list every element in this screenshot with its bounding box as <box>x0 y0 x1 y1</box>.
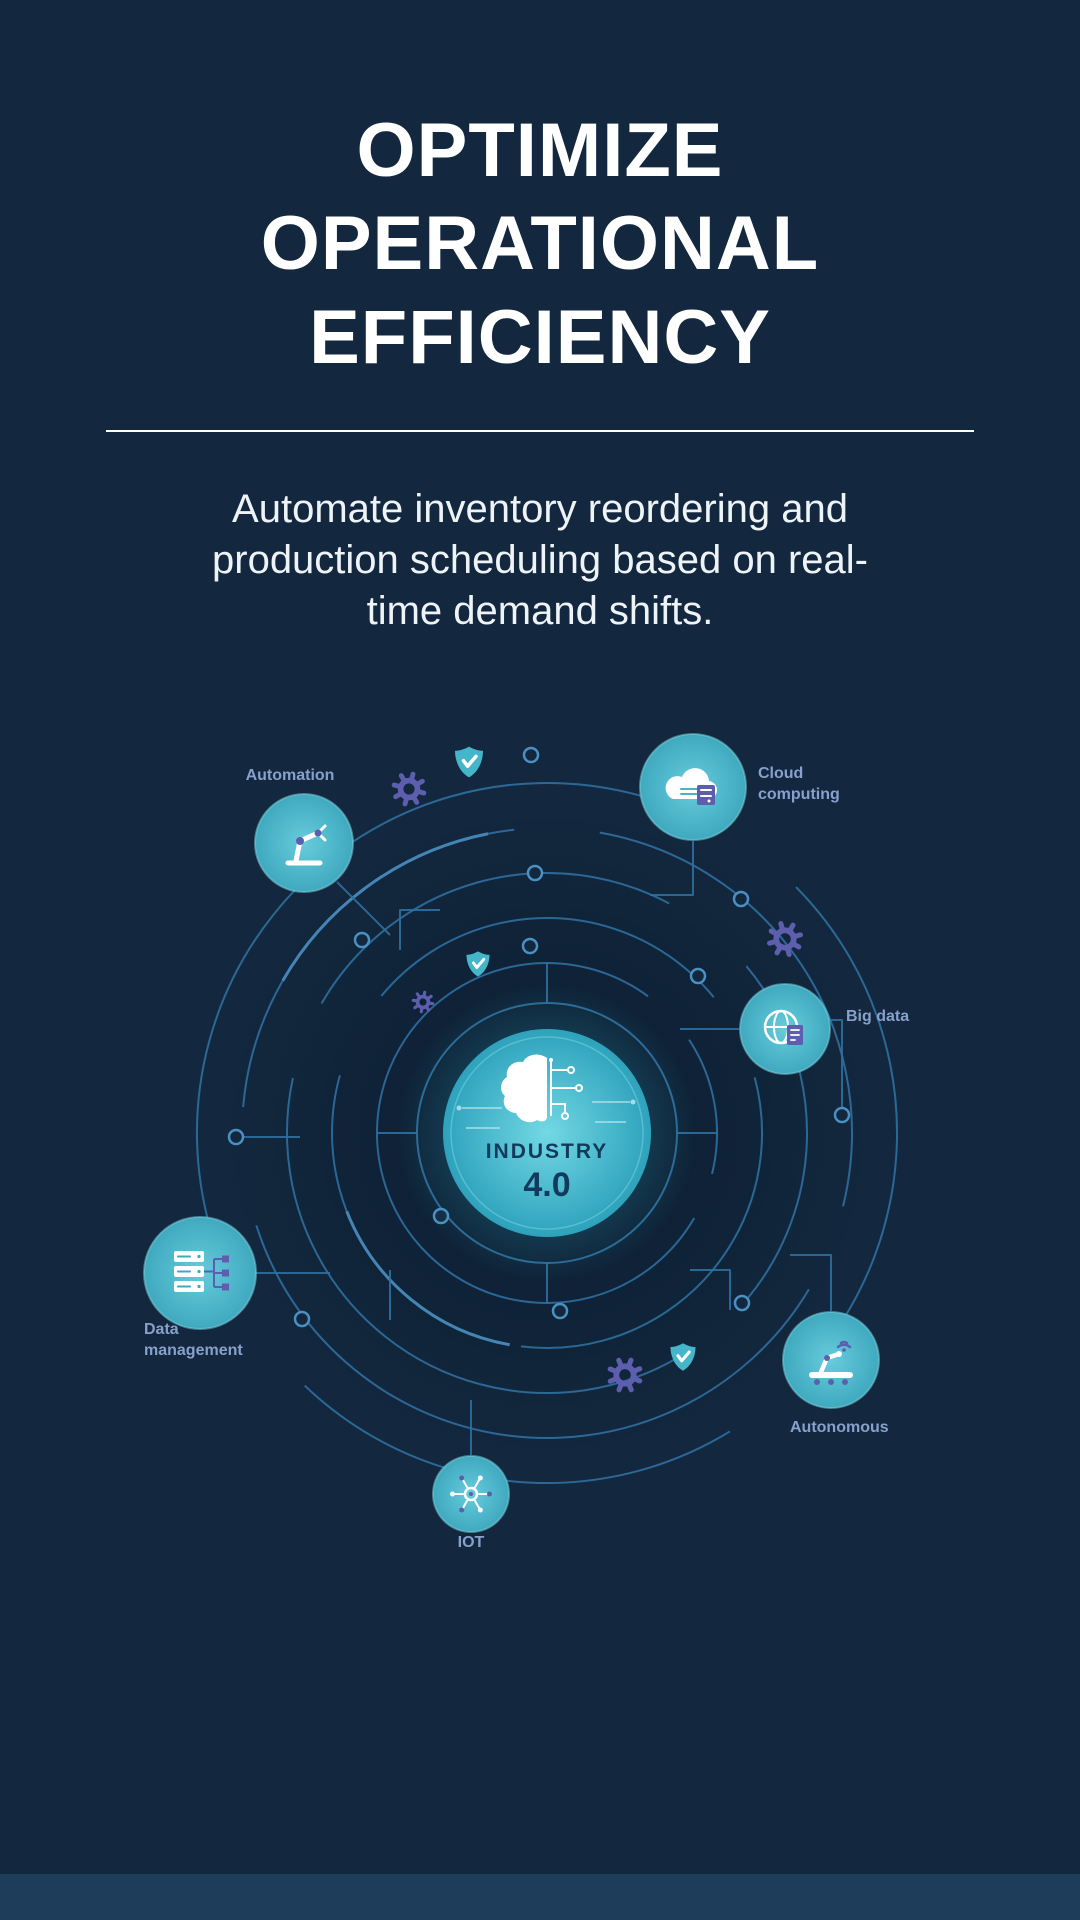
node-cloud-computing: Cloud computing <box>639 733 840 841</box>
iot-network-icon <box>450 1475 492 1513</box>
gear-icon <box>390 770 428 808</box>
node-label-automation: Automation <box>246 767 335 784</box>
node-iot: IOT <box>432 1455 510 1551</box>
node-autonomous: Autonomous <box>782 1311 889 1436</box>
brain-circuit-icon <box>501 1054 583 1123</box>
node-label-cloud-computing: Cloud computing <box>758 765 840 803</box>
industry-4-diagram: INDUSTRY 4.0 Automation Cloud computing <box>143 733 909 1551</box>
center-version: 4.0 <box>523 1166 570 1204</box>
server-stack-icon <box>174 1251 229 1292</box>
footer-bar <box>0 1874 1080 1920</box>
center-hub: INDUSTRY 4.0 <box>397 983 697 1283</box>
node-data-management: Data management <box>143 1216 257 1359</box>
globe-document-icon <box>763 1009 803 1045</box>
page-title: OPTIMIZE OPERATIONAL EFFICIENCY <box>260 108 820 380</box>
header: OPTIMIZE OPERATIONAL EFFICIENCY <box>0 104 1080 384</box>
center-title: INDUSTRY <box>486 1140 609 1163</box>
center-inner-ring <box>450 1036 644 1230</box>
conveyor-robot-icon <box>809 1340 853 1385</box>
hub-circuit-traces <box>456 1099 636 1129</box>
robot-arm-icon <box>285 824 327 866</box>
cloud-server-icon <box>665 768 718 805</box>
page-subtitle: Automate inventory reordering and produc… <box>212 487 868 633</box>
node-label-data-management: Data management <box>144 1321 243 1359</box>
node-label-autonomous: Autonomous <box>790 1419 889 1436</box>
node-automation: Automation <box>246 767 354 893</box>
node-big-data: Big data <box>739 983 909 1075</box>
node-label-big-data: Big data <box>846 1008 909 1025</box>
center-circle <box>443 1029 651 1237</box>
shield-check-icon <box>453 744 485 780</box>
node-label-iot: IOT <box>458 1534 485 1551</box>
title-divider <box>106 430 974 432</box>
